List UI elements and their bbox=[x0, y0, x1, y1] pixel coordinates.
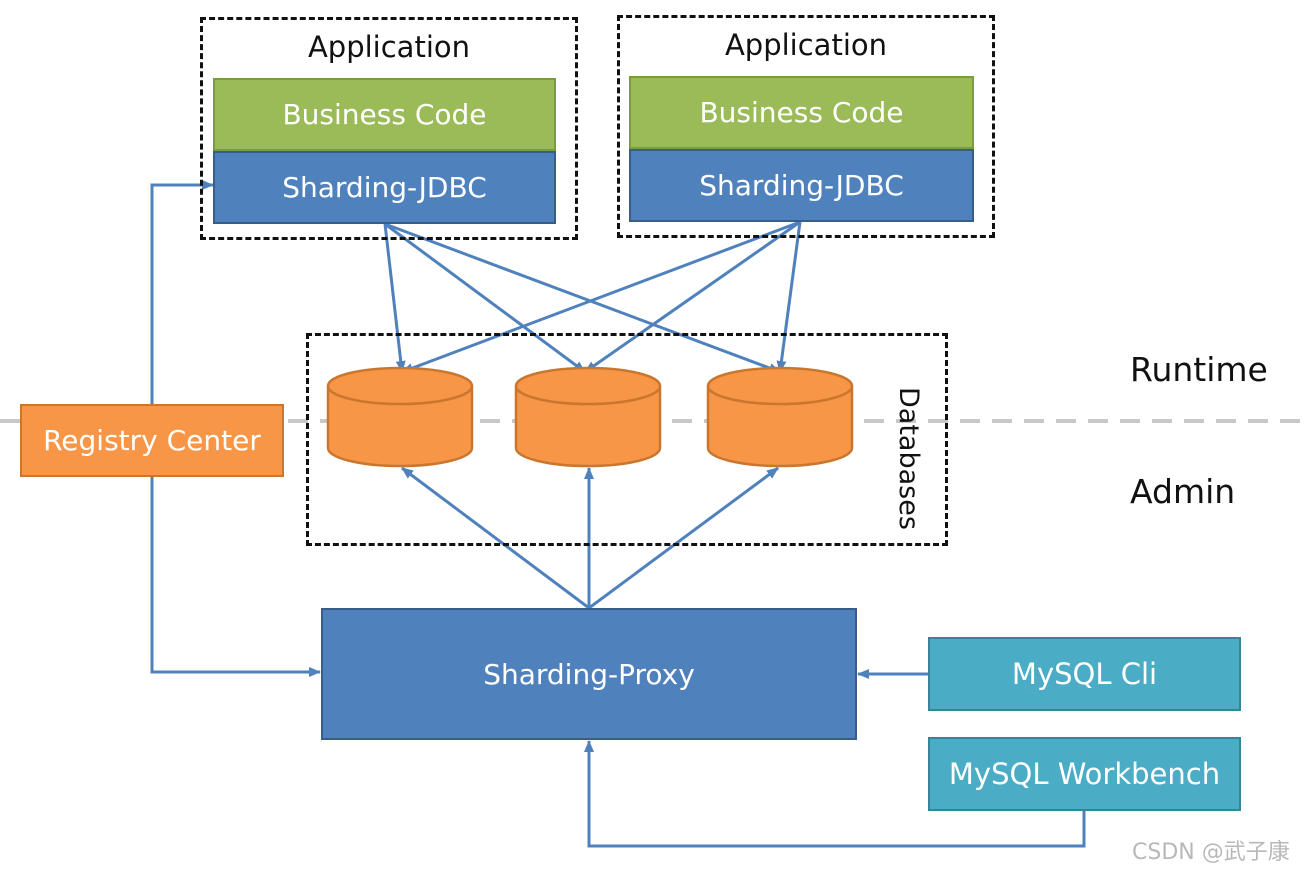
sharding-proxy-box: Sharding-Proxy bbox=[321, 608, 857, 740]
arrow-registry-jdbc bbox=[150, 180, 214, 404]
business-code-box-1: Business Code bbox=[213, 78, 556, 151]
database-cylinder-3 bbox=[706, 366, 854, 468]
database-cylinder-2 bbox=[514, 366, 662, 468]
arrow-proxy-db1 bbox=[401, 466, 590, 610]
database-cylinder-1 bbox=[326, 366, 474, 468]
admin-label: Admin bbox=[1130, 472, 1236, 511]
registry-center-box: Registry Center bbox=[20, 404, 284, 477]
application-title-2: Application bbox=[724, 28, 888, 62]
arrow-app1-db2 bbox=[384, 222, 586, 374]
arrow-registry-proxy bbox=[150, 477, 321, 677]
arrow-app1-db3 bbox=[384, 222, 781, 374]
sharding-jdbc-box-1: Sharding-JDBC bbox=[213, 151, 556, 224]
sharding-jdbc-box-2: Sharding-JDBC bbox=[629, 149, 974, 222]
application-title-1: Application bbox=[307, 30, 471, 64]
arrow-app1-db1 bbox=[383, 223, 406, 373]
arrow-app2-db2 bbox=[584, 220, 801, 374]
mysql-cli-box: MySQL Cli bbox=[928, 637, 1241, 711]
application-container-1 bbox=[200, 17, 578, 240]
mysql-workbench-box: MySQL Workbench bbox=[928, 737, 1241, 811]
arrow-app2-db1 bbox=[401, 220, 801, 374]
runtime-label: Runtime bbox=[1130, 350, 1268, 389]
arrow-app2-db3 bbox=[776, 221, 802, 373]
arrow-proxy-db3 bbox=[588, 466, 779, 610]
application-container-2 bbox=[617, 15, 995, 238]
databases-label: Databases bbox=[893, 387, 924, 530]
arrow-workbench-proxy bbox=[584, 740, 1086, 848]
databases-container bbox=[306, 333, 948, 546]
business-code-box-2: Business Code bbox=[629, 76, 974, 149]
watermark: CSDN @武子康 bbox=[1132, 840, 1290, 865]
